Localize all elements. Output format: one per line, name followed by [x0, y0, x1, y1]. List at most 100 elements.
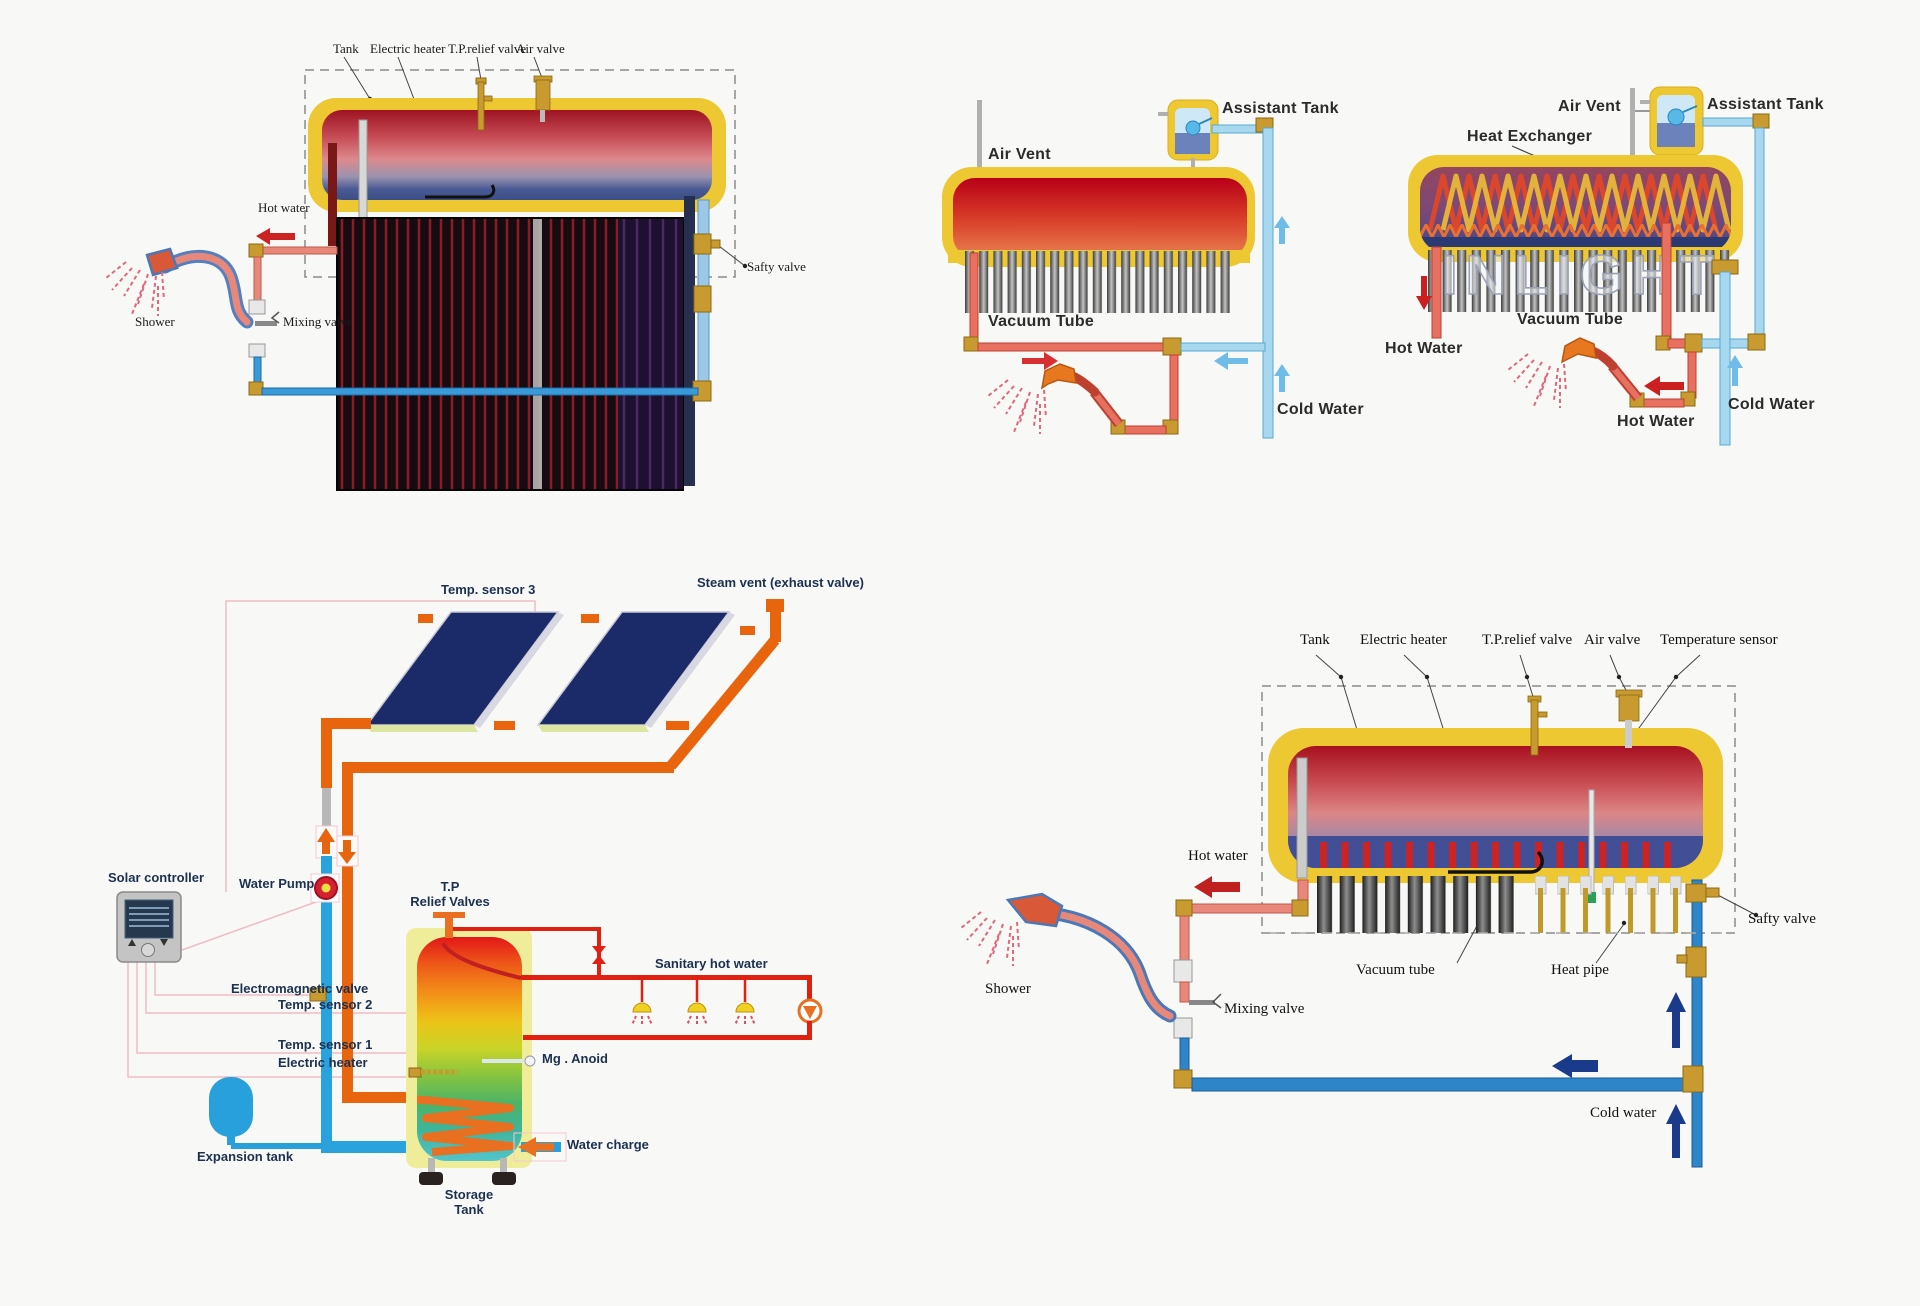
shower-head-icon	[1040, 363, 1077, 390]
d5-air-valve-label: Air valve	[1584, 632, 1641, 648]
vacuum-tubes	[1317, 876, 1521, 933]
d4-sanitary-hot-water-label: Sanitary hot water	[655, 956, 768, 971]
down-button-icon	[160, 939, 168, 946]
d4-water-pump-label: Water Pump	[239, 876, 315, 891]
dip-tube	[1296, 757, 1308, 879]
tank-foot	[492, 1172, 516, 1185]
shower-assembly	[960, 892, 1177, 1023]
d4-storage-label-line1: Storage	[444, 1187, 494, 1202]
d5-electric-heater-label: Electric heater	[1360, 632, 1448, 648]
mixing-valve-stub	[1189, 1000, 1215, 1005]
mg-anode	[524, 1055, 536, 1067]
d4-mg-anoid-label: Mg . Anoid	[542, 1051, 608, 1066]
tank-foot	[419, 1172, 443, 1185]
cold-water-column	[1719, 271, 1731, 446]
hot-water-arrow	[256, 228, 295, 245]
d5-cold-water-label: Cold water	[1590, 1105, 1657, 1121]
dip-tube	[358, 119, 368, 221]
vacuum-tubes	[1428, 250, 1734, 312]
d4-tp-label-line1: T.P	[440, 879, 460, 894]
shower-assembly	[105, 247, 254, 329]
vacuum-tubes	[965, 251, 1233, 313]
float-ball-icon	[1185, 120, 1201, 136]
d5-hot-water-label: Hot water	[1188, 848, 1248, 864]
d1-air-valve-label: Air valve	[516, 41, 565, 56]
water-charge-inlet	[513, 1132, 567, 1162]
d4-expansion-tank-label: Expansion tank	[197, 1149, 294, 1164]
electric-heater-plug	[408, 1067, 422, 1078]
d2-assistant-tank-label: Assistant Tank	[1222, 100, 1339, 117]
d3-hot-water-bottom-label: Hot Water	[1617, 413, 1695, 430]
mixing-valve-stub	[255, 321, 277, 326]
d4-storage-label-line2: Tank	[454, 1202, 484, 1217]
shower-head-icon	[1560, 337, 1597, 364]
d3-heat-exchanger-label: Heat Exchanger	[1467, 128, 1593, 145]
air-valve	[533, 75, 553, 122]
electric-heater-element	[425, 184, 496, 199]
supply-riser	[309, 718, 371, 1147]
d4-temp-sensor-2-label: Temp. sensor 2	[278, 997, 373, 1012]
hot-flow-arrow	[1644, 376, 1684, 396]
diagram2-vacuum-tube-heater	[942, 99, 1290, 439]
cold-supply-pipe	[1191, 1077, 1685, 1092]
assistant-down-pipe	[1754, 127, 1765, 341]
hot-outlet-piping	[1173, 879, 1685, 1092]
up-flow-arrow	[317, 828, 335, 854]
watermark-text: INLIGHT	[1442, 243, 1722, 306]
left-piping	[248, 243, 699, 396]
tank-bottom-detail	[1288, 836, 1703, 868]
d4-electromagnetic-valve-label: Electromagnetic valve	[231, 981, 369, 996]
tp-relief-valve	[475, 77, 493, 131]
d1-shower-label: Shower	[135, 314, 175, 329]
d5-temperature-sensor-label: Temperature sensor	[1660, 632, 1778, 648]
hot-loop-piping	[963, 252, 1266, 435]
pipe-fittings	[692, 233, 721, 402]
d1-tank-label: Tank	[333, 41, 359, 56]
internal-outlet-pipe	[441, 941, 522, 980]
sanitary-hot-water-circuit	[433, 912, 823, 1040]
shower-head-icon	[145, 247, 179, 277]
d1-hot-water-label: Hot water	[258, 200, 310, 215]
d4-temp-sensor-3-label: Temp. sensor 3	[441, 582, 536, 597]
d2-vacuum-tube-label: Vacuum Tube	[988, 313, 1095, 330]
cold-water-column	[1262, 127, 1274, 439]
controller-wires	[127, 600, 536, 1078]
d1-tp-relief-valve-label: T.P.relief valve	[448, 41, 527, 56]
d3-vacuum-tube-label: Vacuum Tube	[1517, 311, 1624, 328]
d5-safty-valve-label: Safty valve	[1748, 911, 1816, 927]
heat-pipes	[1535, 876, 1693, 933]
collector-right-section	[618, 219, 683, 489]
diagram5-heat-pipe-heater	[960, 654, 1759, 1168]
left-arrow	[1552, 1054, 1598, 1078]
return-pipe-dark	[684, 196, 695, 486]
up-arrow	[1727, 355, 1743, 386]
d2-air-vent-label: Air Vent	[988, 146, 1051, 163]
solar-controller	[116, 891, 182, 963]
charge-arrow	[518, 1137, 536, 1157]
d1-mixing-valve-label: Mixing valve	[283, 314, 353, 329]
d4-temp-sensor-1-label: Temp. sensor 1	[278, 1037, 373, 1052]
d1-electric-heater-label: Electric heater	[370, 41, 446, 56]
down-pipe	[328, 143, 337, 246]
tp-relief-valve	[1527, 695, 1548, 756]
assistant-feed-pipe	[1211, 124, 1264, 134]
d1-safty-valve-label: Safty valve	[747, 259, 806, 274]
up-arrow	[1666, 1104, 1686, 1158]
d5-heat-pipe-label: Heat pipe	[1551, 962, 1609, 978]
d3-hot-water-left-label: Hot Water	[1385, 340, 1463, 357]
up-arrow	[1274, 364, 1290, 392]
hot-down-arrow	[1416, 276, 1432, 310]
up-button-icon	[128, 939, 136, 946]
tank-water	[953, 178, 1247, 258]
storage-tank	[406, 928, 536, 1185]
air-valve	[1615, 689, 1643, 748]
up-arrow	[1274, 216, 1290, 244]
collector-panels	[365, 611, 735, 732]
diagram1-flat-plate-heater	[105, 56, 748, 491]
d5-tp-relief-valve-label: T.P.relief valve	[1482, 632, 1573, 648]
power-button-icon	[141, 943, 155, 957]
down-flow-arrow	[338, 840, 356, 864]
d2-cold-water-label: Cold Water	[1277, 401, 1364, 418]
